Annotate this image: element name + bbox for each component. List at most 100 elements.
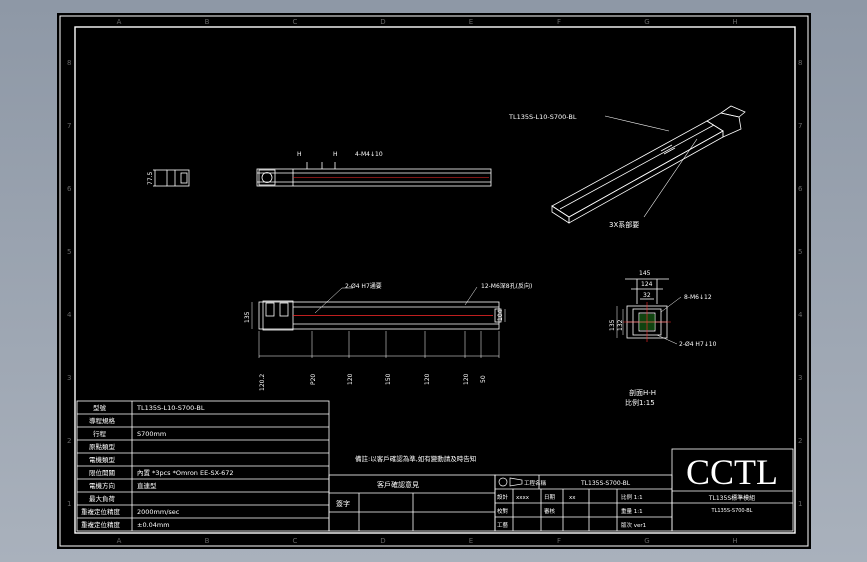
row-number-4-right: 4 xyxy=(798,311,803,319)
col-letter-d-bottom: D xyxy=(380,537,385,545)
top-view-dim-h1: H xyxy=(297,151,302,158)
front-view-bottom-dim-1: 120.2 xyxy=(259,374,266,391)
section-top-dim-3: 32 xyxy=(643,292,651,299)
front-view-bottom-dim-2: P20 xyxy=(310,374,317,385)
section-left-dim-2: 132 xyxy=(617,319,624,331)
col-letter-h: H xyxy=(732,18,737,26)
end-view[interactable] xyxy=(153,169,190,187)
company-logo: CCTL xyxy=(686,452,778,492)
spec-label-9: 重複定位精度 xyxy=(81,507,121,516)
row-number-8: 8 xyxy=(67,59,71,67)
spec-value-9: 2000mm/sec xyxy=(137,508,180,516)
col-letter-b-bottom: B xyxy=(205,537,210,545)
spec-label-6: 限位開關 xyxy=(89,468,115,477)
front-view-hole-label: 2-Ø4 H7通要 xyxy=(345,282,382,290)
product-code: TL135S-S700-BL xyxy=(711,508,753,514)
tb-row1-c1: 設計 xyxy=(497,493,509,501)
section-top-dim-1: 145 xyxy=(639,270,651,277)
col-letter-h-bottom: H xyxy=(732,537,737,545)
section-scale: 比例1:15 xyxy=(625,398,655,407)
spec-table xyxy=(76,400,330,532)
row-number-6-right: 6 xyxy=(798,185,803,193)
col-letter-c-bottom: C xyxy=(293,537,298,545)
front-view-right-dim: 104 xyxy=(497,309,504,321)
tb-row3-c5: 版次 ver1 xyxy=(621,521,646,529)
title-block-rows: 設計 xxxx 日期 xx 比例 1:1 校對 審核 重量 1:1 工藝 版次 … xyxy=(497,493,646,529)
spec-label-1: 型號 xyxy=(93,403,107,412)
spec-value-3: S700mm xyxy=(137,430,166,438)
top-view[interactable] xyxy=(256,162,492,187)
front-view-dimension-lines xyxy=(251,286,506,358)
row-number-8-right: 8 xyxy=(798,59,802,67)
spec-value-7: 直連型 xyxy=(137,481,157,490)
row-number-7: 7 xyxy=(67,122,71,130)
front-view[interactable] xyxy=(258,300,502,331)
col-letter-e: E xyxy=(469,18,473,26)
spec-value-1: TL135S-L10-S700-BL xyxy=(136,404,205,412)
col-letter-g-bottom: G xyxy=(644,537,649,545)
cad-viewport[interactable]: A B C D E F G H A B C D E F G H 8 7 6 5 … xyxy=(57,13,811,549)
tb-row1-c3: 日期 xyxy=(544,494,556,501)
iso-part-label: TL135S-L10-S700-BL xyxy=(508,113,577,121)
row-number-4: 4 xyxy=(67,311,72,319)
row-number-2-right: 2 xyxy=(798,437,802,445)
tb-row2-c5: 重量 1:1 xyxy=(621,507,643,515)
tb-row2-c3: 審核 xyxy=(544,507,556,515)
drawing-number: TL135S-S700-BL xyxy=(580,480,631,487)
col-letter-b: B xyxy=(205,18,210,26)
iso-motor-label: 3X系部要 xyxy=(609,220,639,229)
top-view-dim-h2: H xyxy=(333,151,338,158)
spec-label-8: 最大負荷 xyxy=(89,494,116,503)
border-zone-labels: A B C D E F G H A B C D E F G H 8 7 6 5 … xyxy=(67,18,803,545)
tb-row1-c4: xx xyxy=(569,495,576,501)
spec-value-10: ±0.04mm xyxy=(137,521,170,529)
col-letter-c: C xyxy=(293,18,298,26)
col-letter-f: F xyxy=(557,18,561,26)
section-leaders xyxy=(616,296,682,345)
client-confirm-label: 客戶確認意見 xyxy=(377,480,419,489)
front-view-bottom-dim-3: 120 xyxy=(347,373,354,385)
spec-label-5: 電機類型 xyxy=(89,455,116,464)
section-caption: 剖面H-H xyxy=(629,388,656,397)
tb-row3-c1: 工藝 xyxy=(497,521,509,529)
front-view-bottom-dim-7: 50 xyxy=(480,375,487,383)
front-view-bottom-dim-6: 120 xyxy=(463,373,470,385)
col-letter-a: A xyxy=(117,18,122,26)
row-number-2: 2 xyxy=(67,437,71,445)
col-letter-d: D xyxy=(380,18,385,26)
spec-label-7: 電機方向 xyxy=(89,481,115,490)
col-letter-g: G xyxy=(644,18,649,26)
client-confirm-block xyxy=(328,474,496,532)
part-name-label: 工程名稱 xyxy=(524,479,547,487)
section-hole-label: 2-Ø4 H7↓10 xyxy=(679,341,717,348)
product-title: TL135S標準模組 xyxy=(708,494,755,502)
section-thread-label: 8-M6↓12 xyxy=(684,294,712,301)
col-letter-f-bottom: F xyxy=(557,537,561,545)
sheet-border xyxy=(59,15,809,547)
iso-motor-leader xyxy=(643,138,698,218)
tb-row1-c5: 比例 1:1 xyxy=(621,493,643,501)
spec-table-text: 型號 TL135S-L10-S700-BL 導程規格 行程 S700mm 原點類… xyxy=(81,403,234,529)
title-block xyxy=(494,448,794,532)
row-number-3: 3 xyxy=(67,374,71,382)
iso-part-leader xyxy=(604,115,670,132)
front-view-bottom-dim-4: 150 xyxy=(385,373,392,385)
tb-row1-c2: xxxx xyxy=(516,495,530,501)
spec-label-3: 行程 xyxy=(93,429,107,438)
spec-value-6: 內置 *3pcs *Omron EE-SX-672 xyxy=(137,468,234,477)
section-top-dim-2: 124 xyxy=(641,281,653,288)
row-number-5: 5 xyxy=(67,248,71,256)
row-number-7-right: 7 xyxy=(798,122,802,130)
drawing-note: 備註:以客戶確認為準,如有變動請及時告知 xyxy=(355,454,476,463)
row-number-6: 6 xyxy=(67,185,72,193)
spec-label-4: 原點類型 xyxy=(89,442,116,451)
spec-label-10: 重複定位精度 xyxy=(81,520,121,529)
front-view-bottom-dim-5: 120 xyxy=(424,373,431,385)
top-view-thread-label: 4-M4↓10 xyxy=(355,151,383,158)
drawing-sheet: A B C D E F G H A B C D E F G H 8 7 6 5 … xyxy=(59,15,809,547)
end-view-dim: 77.5 xyxy=(147,171,154,185)
front-view-height-dim: 135 xyxy=(244,311,251,323)
col-letter-e-bottom: E xyxy=(469,537,473,545)
isometric-view[interactable] xyxy=(551,105,746,224)
projection-symbol-icon xyxy=(498,477,523,487)
